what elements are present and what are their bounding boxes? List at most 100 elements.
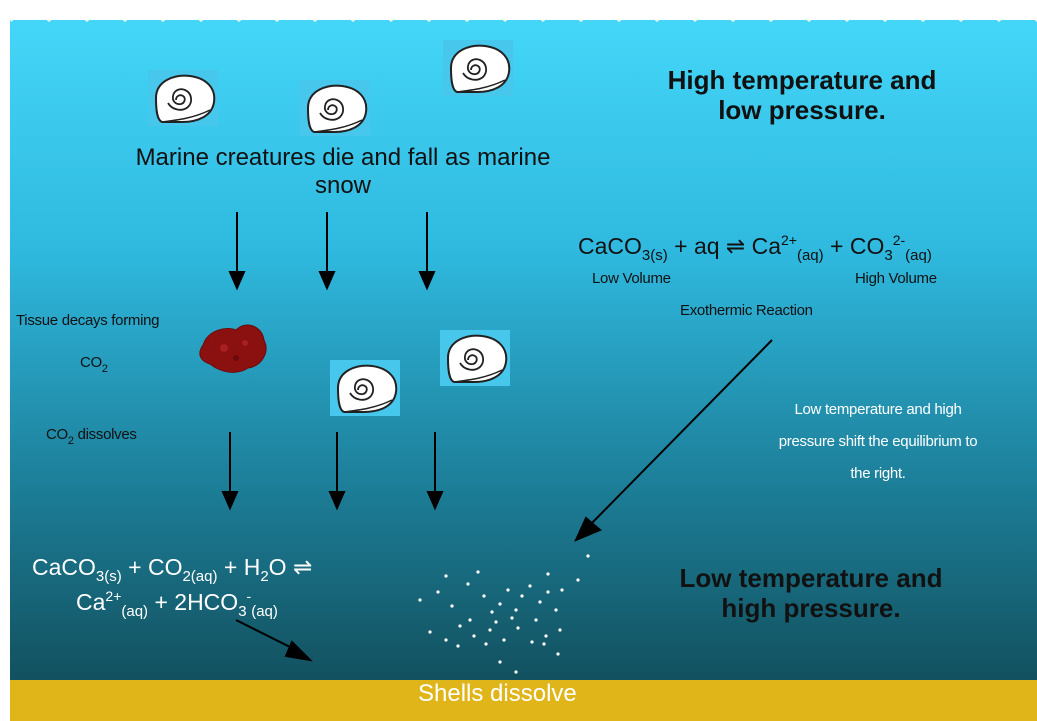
eq-text: + aq ⇌ Ca xyxy=(667,233,781,259)
shells-dissolve-label: Shells dissolve xyxy=(418,680,577,707)
eq-sub: 3(s) xyxy=(641,247,668,264)
carbonic-equation-line1: CaCO3(s) + CO2(aq) + H2O ⇌ xyxy=(32,554,312,585)
eq-sub: 2 xyxy=(260,568,269,585)
tissue-decay-label: Tissue decays forming xyxy=(16,312,160,329)
co2-main: CO xyxy=(46,426,68,443)
eq-text: + H xyxy=(217,554,261,580)
eq-sup: 2- xyxy=(892,232,906,248)
particle xyxy=(476,570,480,574)
particle xyxy=(488,628,492,632)
particle xyxy=(514,608,518,612)
particle xyxy=(510,616,514,620)
note-line: pressure shift the equilibrium to xyxy=(778,433,978,450)
particle xyxy=(444,574,448,578)
eq-sup: 2+ xyxy=(781,232,797,248)
particle xyxy=(542,642,546,646)
particle xyxy=(458,624,462,628)
particle xyxy=(556,652,560,656)
particle xyxy=(538,600,542,604)
particle xyxy=(558,628,562,632)
eq-text: + 2HCO xyxy=(148,589,239,615)
particle xyxy=(436,590,440,594)
eq-text: + CO xyxy=(823,233,885,259)
particle xyxy=(490,610,494,614)
heading-line: low pressure. xyxy=(718,94,886,125)
note-line: Low temperature and high xyxy=(794,401,962,418)
dissolution-equation: CaCO3(s) + aq ⇌ Ca2+(aq) + CO32-(aq) xyxy=(578,232,932,264)
low-temp-heading: Low temperature and high pressure. xyxy=(650,563,972,624)
particle xyxy=(516,626,520,630)
marine-snow-caption: Marine creatures die and fall as marine … xyxy=(78,144,608,199)
eq-sub: 2(aq) xyxy=(182,568,218,585)
note-line: the right. xyxy=(850,465,906,482)
co2-label: CO2 xyxy=(80,354,108,376)
eq-sub: 3(s) xyxy=(95,568,122,585)
eq-sub: (aq) xyxy=(796,247,824,264)
particle xyxy=(520,594,524,598)
eq-text: CaCO xyxy=(578,233,642,259)
decaying-tissue-icon xyxy=(199,324,267,373)
carbonic-equation-line2: Ca2+(aq) + 2HCO3-(aq) xyxy=(76,588,278,620)
particle xyxy=(534,618,538,622)
particle xyxy=(586,554,590,558)
particle xyxy=(502,638,506,642)
particle xyxy=(560,588,564,592)
shell-icon xyxy=(299,79,371,137)
heading-line: high pressure. xyxy=(721,592,901,623)
particle xyxy=(450,604,454,608)
particle xyxy=(528,584,532,588)
eq-text: + CO xyxy=(121,554,183,580)
co2-main: CO xyxy=(80,354,102,371)
particle xyxy=(466,582,470,586)
shell-icon xyxy=(439,329,511,387)
heading-line: Low temperature and xyxy=(679,563,943,593)
eq-sup: - xyxy=(246,588,252,604)
particle xyxy=(530,640,534,644)
equilibrium-shift-note: Low temperature and high pressure shift … xyxy=(728,394,1028,490)
high-volume-label: High Volume xyxy=(855,270,937,287)
particle xyxy=(428,630,432,634)
particle xyxy=(554,608,558,612)
water-body xyxy=(10,20,1037,680)
co2-dissolves-label: CO2 dissolves xyxy=(46,426,137,448)
particle xyxy=(472,634,476,638)
low-volume-label: Low Volume xyxy=(592,270,671,287)
particle xyxy=(494,620,498,624)
eq-sub: (aq) xyxy=(251,603,278,620)
water-surface-waves xyxy=(0,0,1037,22)
particle xyxy=(418,598,422,602)
eq-text: CaCO xyxy=(32,554,96,580)
particle xyxy=(482,594,486,598)
eq-text: Ca xyxy=(76,589,106,615)
seabed xyxy=(10,680,1037,721)
heading-line: High temperature and xyxy=(667,65,937,95)
eq-text: O ⇌ xyxy=(268,554,313,580)
particle xyxy=(544,634,548,638)
shell-icon xyxy=(329,359,401,417)
particle xyxy=(514,670,518,674)
eq-sub: (aq) xyxy=(121,603,149,620)
eq-sub: 3 xyxy=(884,247,893,264)
co2-sub: 2 xyxy=(67,435,74,447)
high-temp-heading: High temperature and low pressure. xyxy=(636,65,968,126)
shell-icon xyxy=(147,69,219,127)
co2-sub: 2 xyxy=(101,363,108,375)
shell-icon xyxy=(442,39,514,97)
particle xyxy=(546,590,550,594)
particle xyxy=(546,572,550,576)
particle xyxy=(576,578,580,582)
particle xyxy=(506,588,510,592)
particle xyxy=(444,638,448,642)
dissolved-particles xyxy=(418,554,590,674)
exothermic-label: Exothermic Reaction xyxy=(680,302,813,319)
particle xyxy=(498,660,502,664)
eq-sub: (aq) xyxy=(905,247,932,264)
dissolves-text: dissolves xyxy=(73,426,137,443)
particle xyxy=(456,644,460,648)
particle xyxy=(468,618,472,622)
eq-sup: 2+ xyxy=(105,588,122,604)
caption-line: Marine creatures die and fall as marine xyxy=(135,144,551,171)
caption-line: snow xyxy=(314,171,372,199)
